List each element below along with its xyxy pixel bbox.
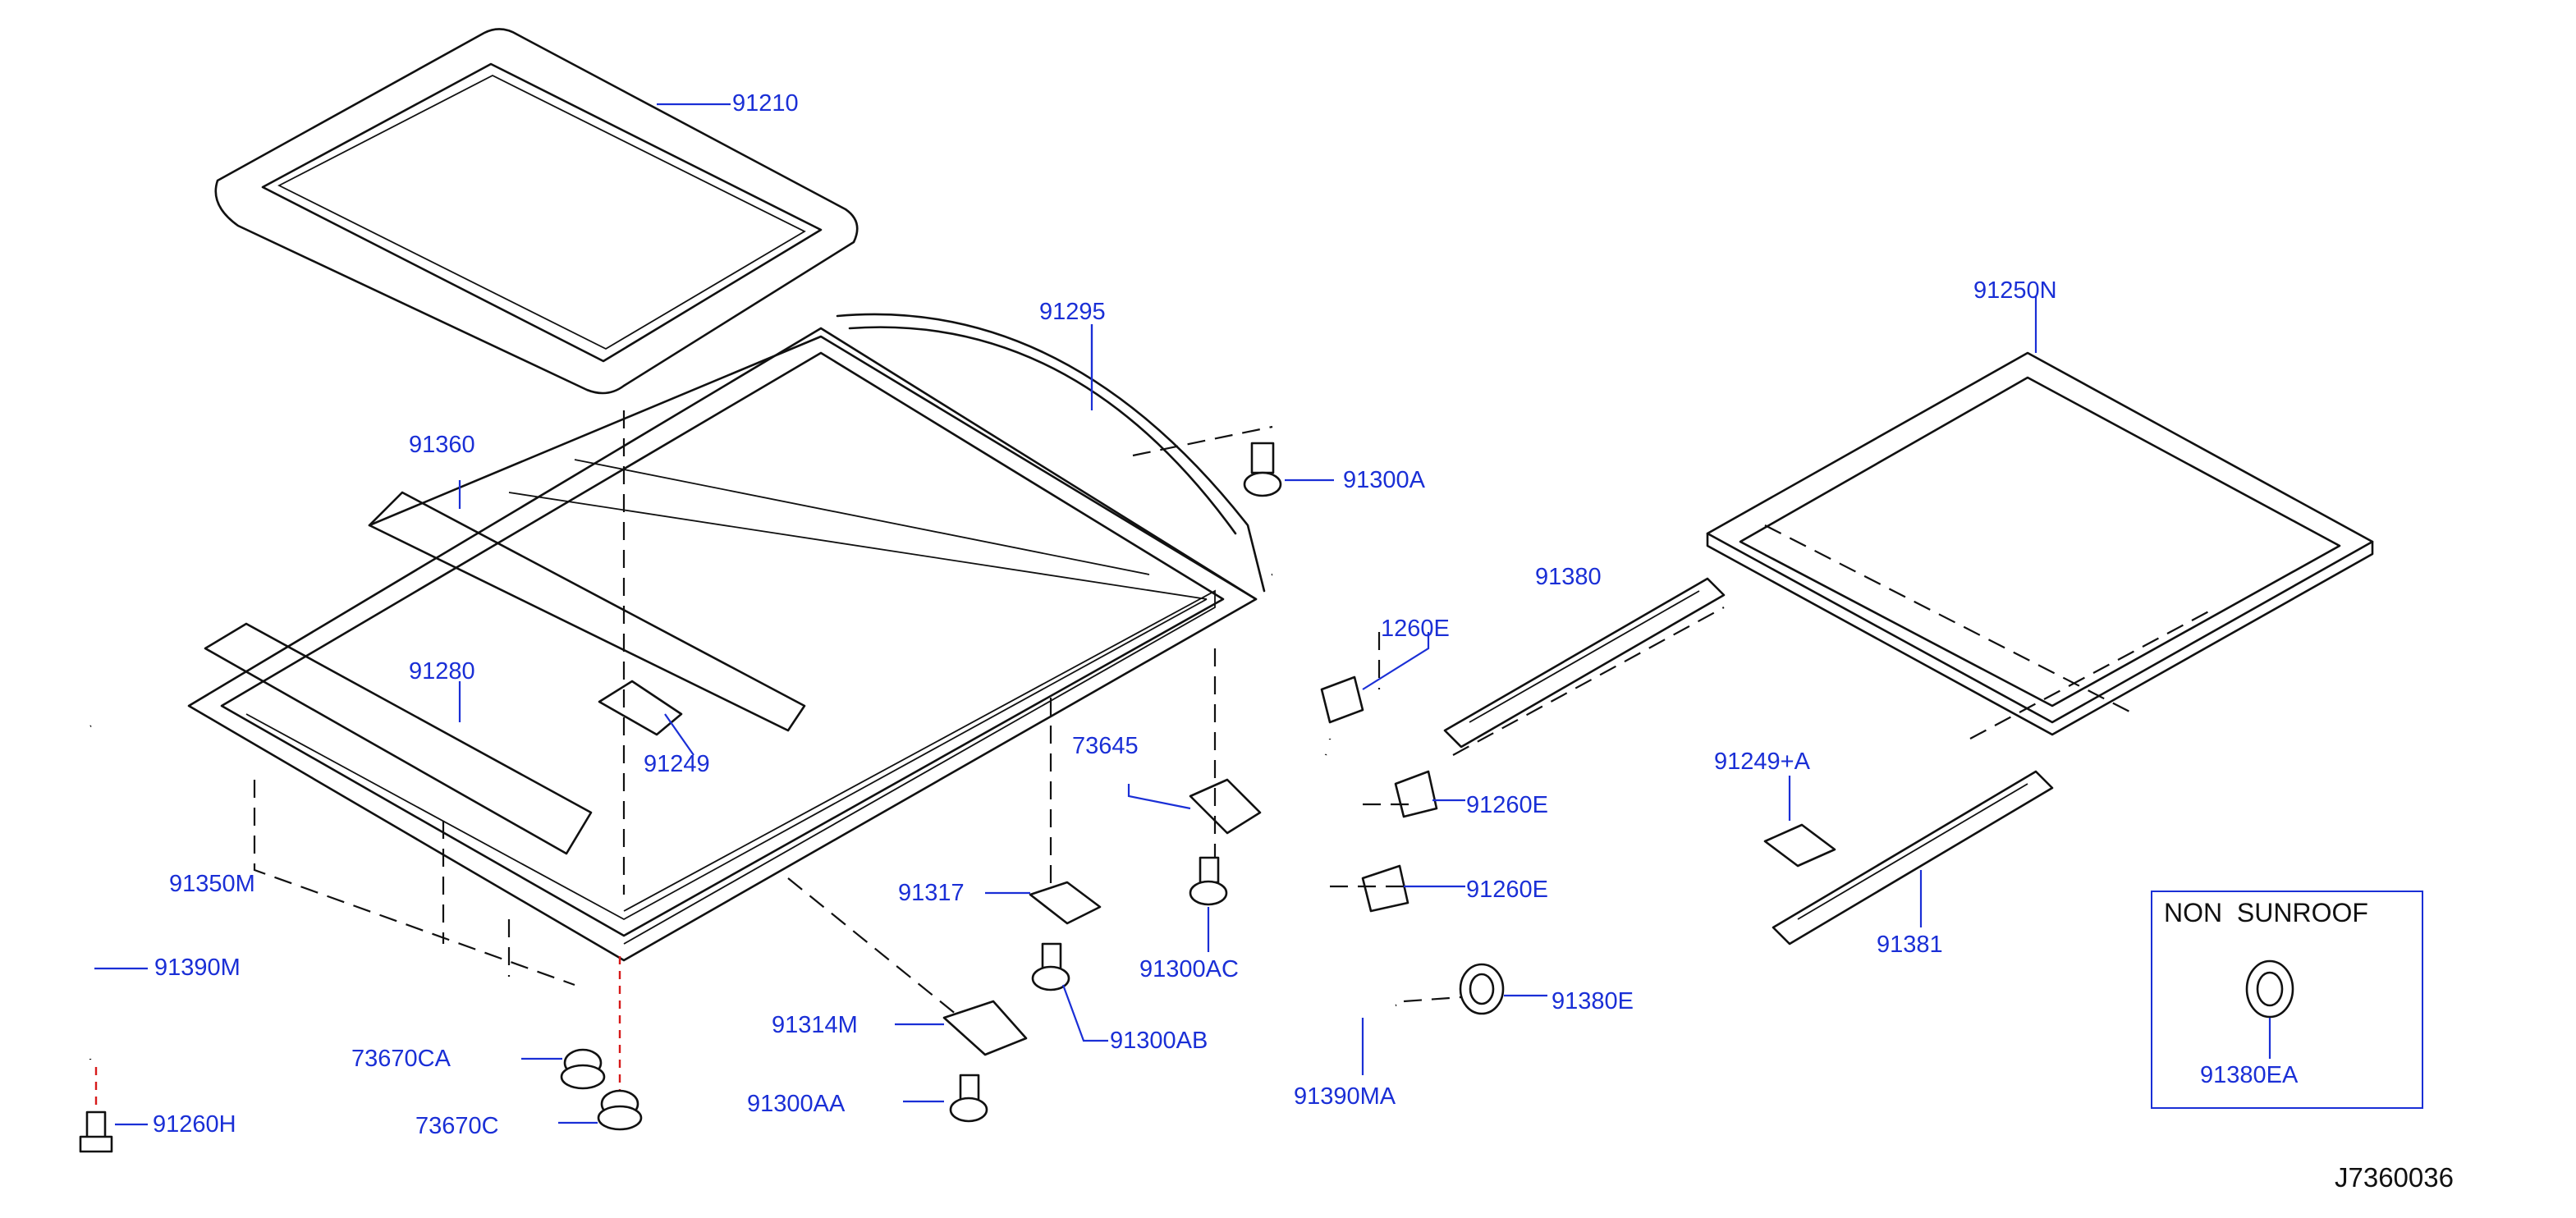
diagram-code: J7360036 xyxy=(2335,1162,2454,1193)
label-91381: 91381 xyxy=(1877,932,1943,958)
label-73670c: 73670C xyxy=(415,1113,499,1139)
label-91250n: 91250N xyxy=(1973,277,2057,304)
label-91300aa: 91300AA xyxy=(747,1091,846,1117)
label-91360: 91360 xyxy=(409,432,475,458)
label-91300a: 91300A xyxy=(1343,467,1425,493)
glass-panel-part xyxy=(214,28,859,395)
label-73645: 73645 xyxy=(1072,733,1139,759)
label-91249a: 91249+A xyxy=(1714,749,1810,775)
headliner-part xyxy=(1706,351,2374,736)
sunroof-frame-part xyxy=(187,327,1258,962)
label-91380e: 91380E xyxy=(1552,988,1634,1014)
label-91300ac: 91300AC xyxy=(1139,956,1239,982)
label-91380ea: 91380EA xyxy=(2200,1062,2299,1088)
label-73670ca: 73670CA xyxy=(351,1046,451,1072)
label-91295: 91295 xyxy=(1039,299,1106,325)
label-91249: 91249 xyxy=(644,751,710,777)
label-91260e-2: 91260E xyxy=(1466,877,1548,903)
label-91280: 91280 xyxy=(409,658,475,685)
label-91350m: 91350M xyxy=(169,871,255,897)
label-91260h: 91260H xyxy=(153,1111,236,1138)
non-sunroof-box xyxy=(2151,891,2423,1109)
label-91390ma: 91390MA xyxy=(1294,1083,1396,1110)
label-91314m: 91314M xyxy=(772,1012,858,1038)
label-91300ab: 91300AB xyxy=(1110,1028,1208,1054)
non-sunroof-title: NON SUNROOF xyxy=(2164,898,2368,927)
label-91260e-partial: 1260E xyxy=(1381,616,1450,642)
label-91380: 91380 xyxy=(1535,564,1602,590)
label-91210: 91210 xyxy=(732,90,799,117)
label-91390m: 91390M xyxy=(154,955,241,981)
label-91317: 91317 xyxy=(898,880,965,906)
label-91260e-1: 91260E xyxy=(1466,792,1548,818)
bolt-91300a xyxy=(1243,442,1282,497)
